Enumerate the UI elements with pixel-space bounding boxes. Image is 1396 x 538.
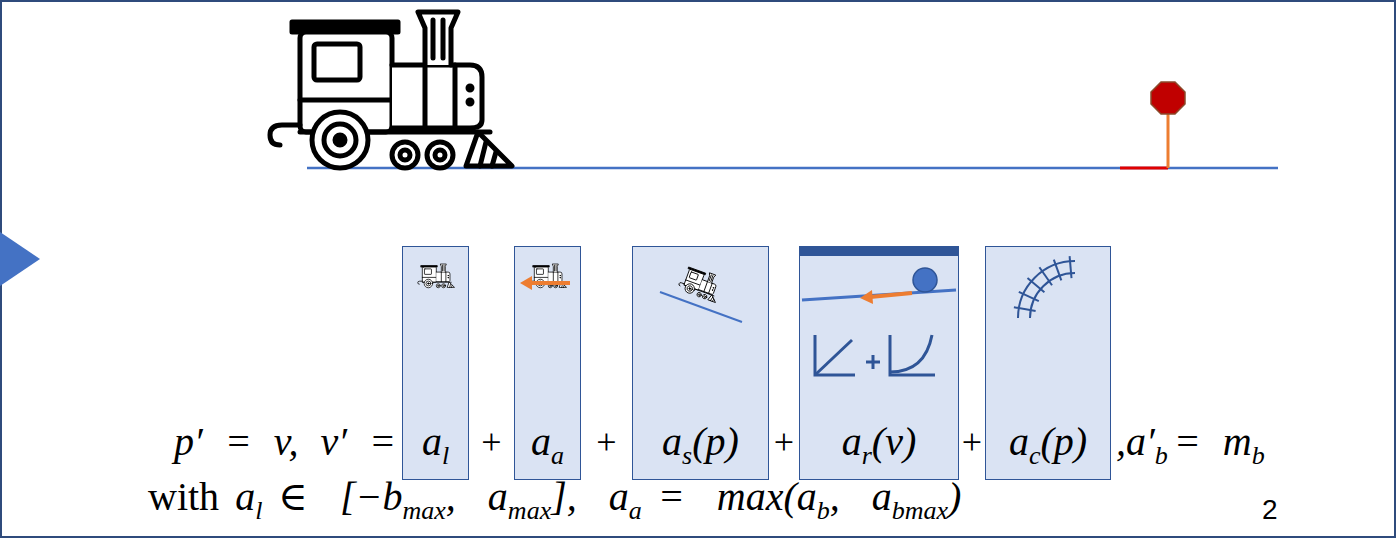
plus-sign: + [596,422,616,462]
math-text: = m [1174,419,1252,464]
math-text: with [148,474,219,519]
term-box: as(p) [632,246,769,480]
math-text: , a [830,474,892,519]
math-text: a [235,474,255,519]
subscript: b [817,496,830,525]
subscript: s [682,441,692,470]
math-symbol: a [1009,419,1029,464]
math-text: ) [948,474,961,519]
math-symbol: a [842,419,862,464]
page-number-line: 2 [1262,496,1278,524]
slope-icon [660,264,742,322]
math-symbol: a [531,419,551,464]
math-symbol: a [422,419,442,464]
math-symbol: a [662,419,682,464]
subscript: l [255,496,262,525]
locomotive-icon [270,12,512,168]
formula-term: ar(v) [842,422,917,469]
math-text: ∈ [−b [278,474,402,519]
term-box: ac(p) [985,246,1111,480]
signal-pole [1167,112,1170,168]
term-box: ar(v) [799,246,959,480]
locomotive-icon [418,264,455,288]
track-line [307,167,1278,170]
formula-line: withal∈ [−bmax, amax], aa= max(ab, abmax… [148,477,961,524]
subscript: bmax [892,496,948,525]
stop-sign [1151,82,1185,114]
subscript: a [551,441,564,470]
term-box-fills [402,246,1111,480]
subscript: b [1155,441,1168,470]
math-text: = max(a [658,474,817,519]
formula-line: + [596,421,616,461]
subscript: l [442,441,449,470]
plus-sign: + [481,422,501,462]
formula-line: + [962,421,982,461]
term-box: al [402,246,469,480]
curve-track-icon [1014,256,1075,318]
formula-term: ac(p) [1009,422,1087,469]
math-text: ,a′ [1116,419,1155,464]
air-resistance-icon [520,264,570,290]
stop-zone [1120,167,1168,170]
formula-term: al [422,422,449,469]
formula-line: ,a′b= mb [1116,422,1265,469]
nav-arrow [0,232,40,286]
math-text: p′ = v, v′ = [174,419,396,464]
term-box: aa [514,246,581,480]
formula-line: + [774,421,794,461]
plus-sign: + [962,422,982,462]
page-number: 2 [1262,494,1278,525]
plus-sign: + [774,422,794,462]
subscript: r [862,441,872,470]
rolling-resistance-icon [799,246,959,375]
subscript: b [1252,441,1265,470]
subscript: max [508,496,551,525]
subscript: c [1029,441,1041,470]
math-text: ], a [551,474,629,519]
formula-line: p′ = v, v′ = [174,422,396,462]
formula-term: as(p) [662,422,739,469]
math-symbol: (p) [692,419,739,464]
math-symbol: (v) [872,419,916,464]
subscript: a [629,496,642,525]
formula-line: + [481,421,501,461]
math-symbol: (p) [1040,419,1087,464]
subscript: max [403,496,446,525]
formula-term: aa [531,422,564,469]
math-text: , a [446,474,508,519]
